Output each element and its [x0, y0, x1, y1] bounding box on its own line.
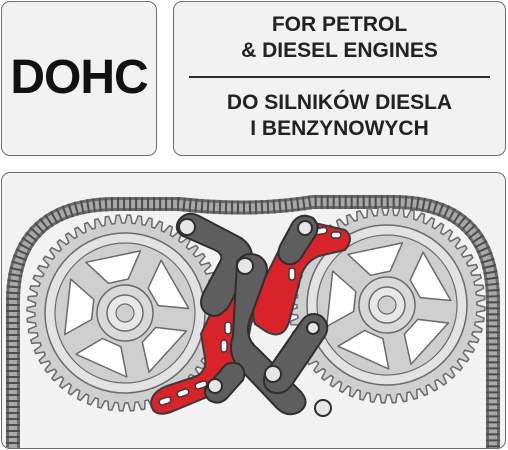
camshaft-gear-icon: [26, 214, 224, 412]
camshaft-locking-tool-icon: [150, 212, 351, 417]
camshaft-locking-diagram: [6, 195, 500, 448]
english-label-line-2: & DIESEL ENGINES: [241, 39, 438, 62]
dohc-badge-text: DOHC: [10, 51, 148, 104]
label-divider: [189, 76, 490, 78]
tool-illustration-panel: [1, 172, 506, 449]
english-label-line-1: FOR PETROL: [271, 13, 408, 36]
camshaft-gear-icon: [288, 206, 486, 404]
polish-label: DO SILNIKÓW DIESLA I BENZYNOWYCH: [174, 90, 505, 142]
timing-belt-icon: [6, 195, 500, 448]
english-label: FOR PETROL & DIESEL ENGINES: [174, 12, 505, 64]
polish-label-line-1: DO SILNIKÓW DIESLA: [226, 91, 453, 114]
engine-type-label-panel: FOR PETROL & DIESEL ENGINES DO SILNIKÓW …: [173, 1, 506, 156]
polish-label-line-2: I BENZYNOWYCH: [250, 117, 429, 140]
dohc-badge-panel: DOHC: [1, 1, 157, 156]
